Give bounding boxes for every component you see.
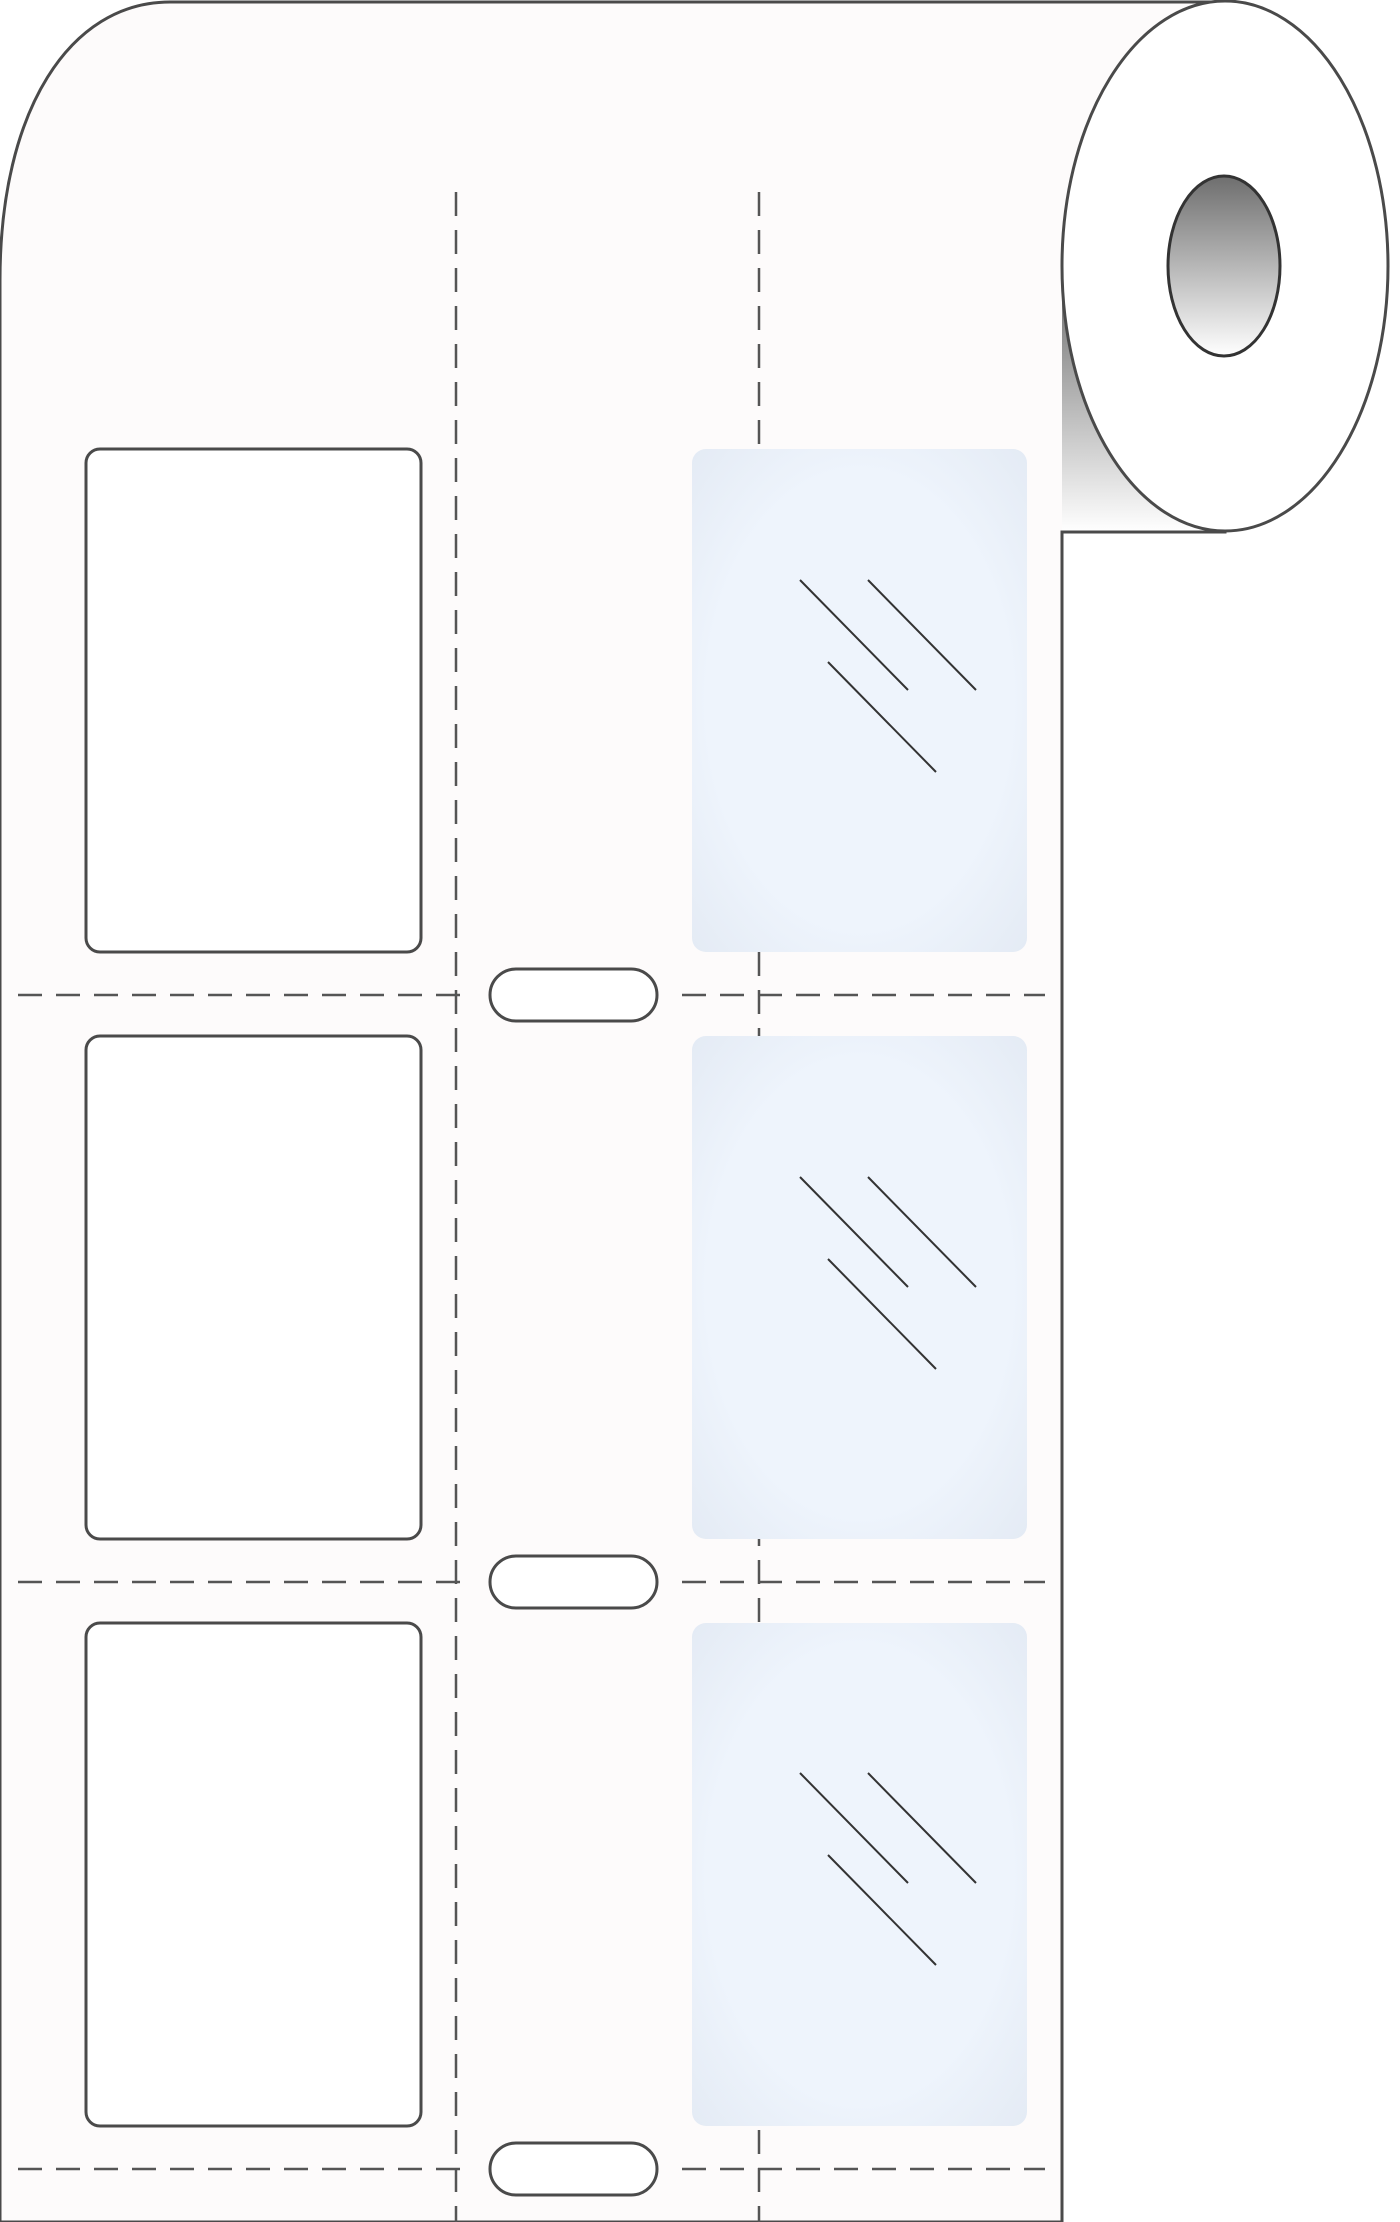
clear-overlaminate (692, 449, 1027, 952)
roll-core-hole (1166, 174, 1282, 358)
oval-slot (488, 2141, 659, 2197)
roll-side-shadow (1062, 270, 1225, 532)
oval-slot (488, 1554, 659, 1610)
glare-lines (799, 579, 977, 773)
glare-lines (799, 1772, 977, 1966)
clear-overlaminate (692, 1036, 1027, 1539)
write-on-area (84, 447, 423, 954)
write-on-area (84, 1034, 423, 1541)
clear-overlaminate (692, 1623, 1027, 2126)
glare-lines (799, 1176, 977, 1370)
oval-slot (488, 967, 659, 1023)
write-on-area (84, 1621, 423, 2128)
